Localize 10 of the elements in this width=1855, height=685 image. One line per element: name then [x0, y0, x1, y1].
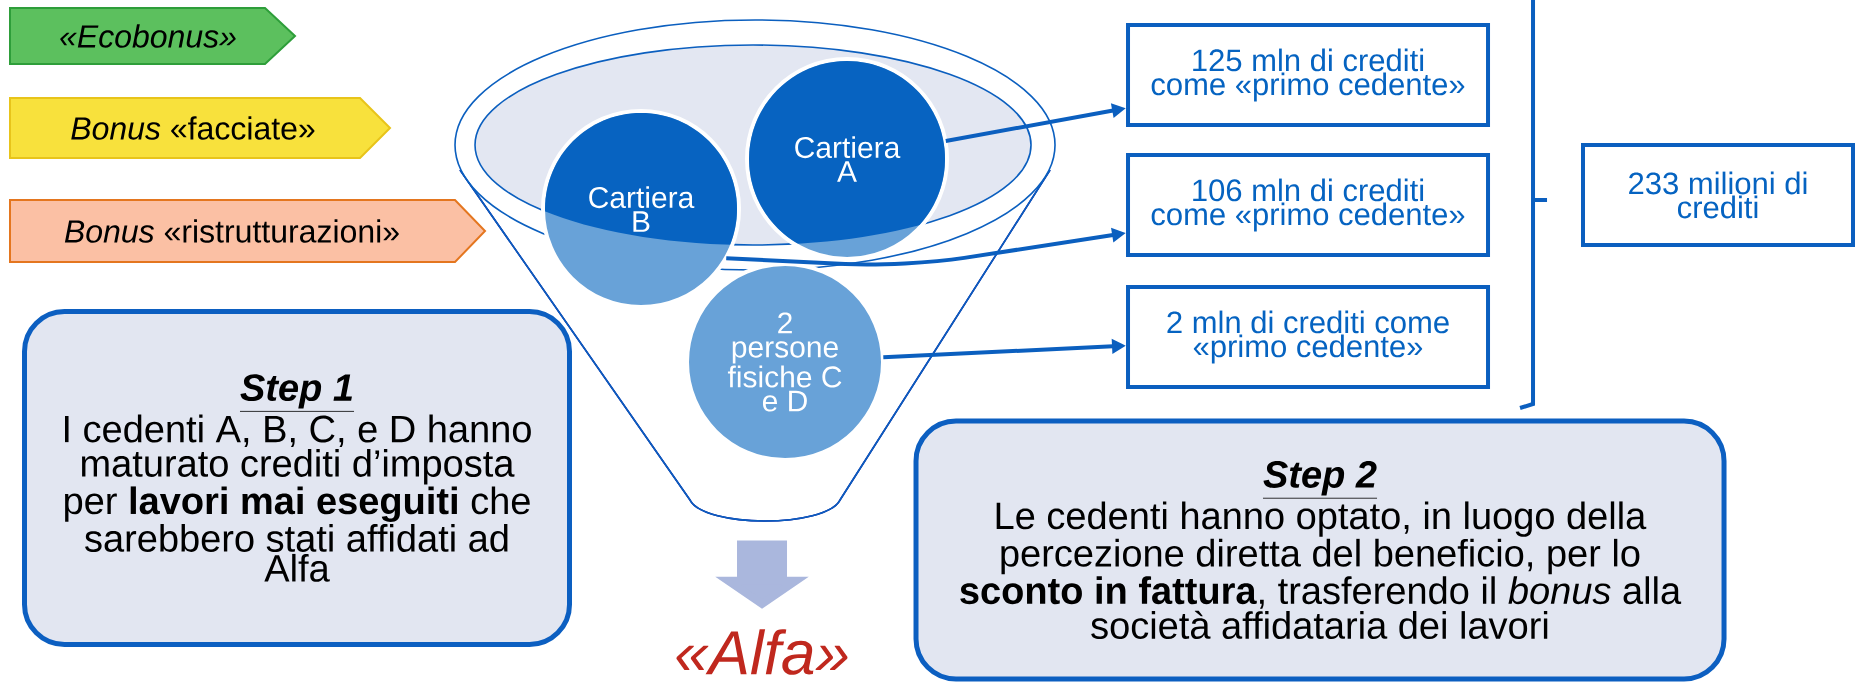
credit-box: 233 milioni di crediti: [1581, 143, 1855, 247]
category-tag: Bonus «facciate»: [9, 97, 392, 159]
credit-box: 2 mln di crediti come «primo cedente»: [1126, 285, 1491, 389]
credit-box: 125 mln di crediti come «primo cedente»: [1126, 23, 1491, 127]
category-tag: Bonus «ristrutturazioni»: [9, 199, 487, 263]
credit-box: 106 mln di crediti come «primo cedente»: [1126, 153, 1491, 257]
step-box: Step 1 I cedenti A, B, C, e D hanno maturato crediti d’imposta per lavori mai eseguiti che sarebbero stati affidati ad Alfa: [22, 309, 572, 647]
step-box: Step 2 Le cedenti hanno optato, in luogo della percezione diretta del beneficio, per lo sconto in fattura, trasferendo il bonus alla società affidataria dei lavori: [913, 418, 1727, 682]
category-tag: «Ecobonus»: [9, 7, 297, 65]
result-label: «Alfa»: [676, 629, 848, 675]
